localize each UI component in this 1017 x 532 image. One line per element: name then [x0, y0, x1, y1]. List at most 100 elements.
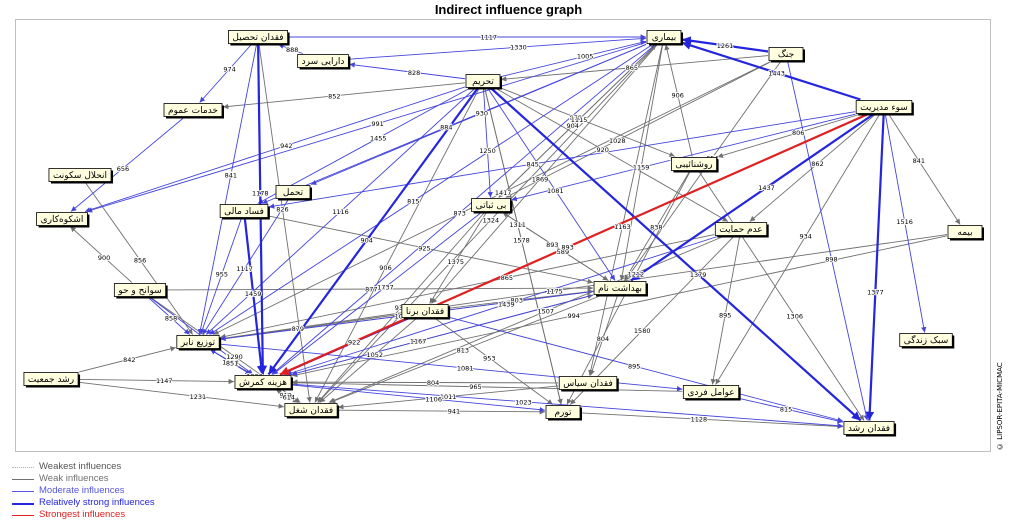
node-n8[interactable]: انحلال سکونت — [48, 168, 114, 184]
node-label: بهداشت نام — [598, 284, 642, 294]
node-n13[interactable]: بی ثباتی — [471, 198, 513, 214]
node-box[interactable] — [219, 204, 269, 218]
edge-weight-label: 1117 — [480, 34, 497, 42]
node-n26[interactable]: تورم — [545, 405, 582, 421]
legend-line-swatch — [12, 491, 34, 492]
edge-layer — [69, 34, 961, 430]
node-box[interactable] — [671, 157, 717, 171]
edge-weight-label: 841 — [225, 172, 237, 180]
node-label: بیماری — [652, 33, 677, 43]
node-n4[interactable]: دارایی سرد — [297, 54, 351, 70]
node-box[interactable] — [471, 198, 511, 212]
edge-weight-label: 614 — [283, 394, 295, 402]
node-n6[interactable]: خدمات عموم — [163, 103, 224, 119]
node-box[interactable] — [899, 333, 953, 347]
node-box[interactable] — [48, 168, 112, 182]
node-box[interactable] — [113, 283, 167, 297]
edge-n13-n18 — [429, 212, 487, 304]
edge-weight-label: 934 — [799, 233, 811, 241]
node-box[interactable] — [176, 335, 220, 349]
edge-weight-label: 803 — [511, 297, 523, 305]
edge-n5-n9 — [500, 87, 676, 158]
edge-weight-label: 895 — [719, 311, 731, 319]
node-box[interactable] — [558, 376, 618, 390]
edge-n18-n25 — [319, 318, 417, 403]
node-label: بیمه — [957, 228, 972, 238]
node-n18[interactable]: فقدان برنا — [401, 304, 451, 320]
node-n15[interactable]: بیمه — [947, 225, 984, 241]
edge-weight-label: 1117 — [236, 265, 253, 273]
edge-n8-n20 — [84, 182, 194, 335]
node-n21[interactable]: رشد جمعیت — [23, 372, 81, 388]
legend-line-swatch — [12, 503, 34, 505]
node-n2[interactable]: بیماری — [646, 30, 683, 46]
node-n25[interactable]: فقدان شغل — [284, 403, 340, 419]
node-label: رشد جمعیت — [28, 375, 74, 385]
node-label: انحلال سکونت — [53, 171, 107, 181]
node-n19[interactable]: سبک زندگی — [899, 333, 955, 349]
node-n10[interactable]: تحمل — [275, 185, 312, 201]
edge-weight-label: 1081 — [547, 187, 564, 195]
edge-weight-label: 806 — [792, 129, 804, 137]
edge-n13-n25 — [317, 212, 485, 403]
edge-weight-label: 1147 — [156, 377, 173, 385]
node-box[interactable] — [545, 405, 581, 419]
node-box[interactable] — [227, 30, 289, 44]
edge-weight-label: 1306 — [786, 312, 803, 320]
node-box[interactable] — [768, 47, 804, 61]
node-box[interactable] — [465, 74, 501, 88]
node-n3[interactable]: جنگ — [768, 47, 805, 63]
node-n20[interactable]: توزیع نابر — [176, 335, 222, 351]
node-box[interactable] — [163, 103, 223, 117]
node-box[interactable] — [297, 54, 349, 68]
node-n24[interactable]: عوامل فردی — [682, 385, 741, 401]
node-n27[interactable]: فقدان رشد — [843, 421, 897, 437]
node-box[interactable] — [234, 375, 292, 389]
edge-weight-label: 1052 — [366, 351, 383, 359]
node-box[interactable] — [593, 281, 647, 295]
node-box[interactable] — [284, 403, 338, 417]
node-box[interactable] — [646, 30, 682, 44]
node-box[interactable] — [855, 100, 913, 114]
node-box[interactable] — [275, 185, 311, 199]
node-n22[interactable]: هزینه کمرش — [234, 375, 294, 391]
node-n5[interactable]: تحریم — [465, 74, 502, 90]
node-n12[interactable]: فساد مالی — [219, 204, 270, 220]
node-box[interactable] — [23, 372, 79, 386]
edge-weight-label: 815 — [407, 198, 419, 206]
node-n17[interactable]: بهداشت نام — [593, 281, 648, 297]
edge-n4-n1 — [278, 43, 303, 54]
node-box[interactable] — [947, 225, 983, 239]
edge-weight-label: 656 — [117, 165, 129, 173]
edge-weight-label: 1011 — [440, 393, 457, 401]
edge-weight-label: 1459 — [245, 290, 262, 298]
node-n1[interactable]: فقدان تحصیل — [227, 30, 290, 46]
edge-weight-label: 877 — [365, 286, 377, 294]
edge-weight-label: 1737 — [377, 284, 394, 292]
edge-n14-n24 — [710, 236, 741, 385]
node-n14[interactable]: عدم حمایت — [714, 222, 769, 238]
node-box[interactable] — [714, 222, 768, 236]
edge-weight-label: 1128 — [691, 416, 708, 424]
edge-weight-label: 838 — [650, 224, 662, 232]
edge-weight-label: 1377 — [867, 288, 884, 296]
node-box[interactable] — [36, 212, 88, 226]
node-box[interactable] — [843, 421, 895, 435]
node-n23[interactable]: فقدان سیاس — [558, 376, 619, 392]
edge-n3-n13 — [505, 61, 772, 198]
edge-n10-n20 — [202, 199, 289, 335]
node-n7[interactable]: سوء مدیریت — [855, 100, 914, 116]
node-n11[interactable]: اشکوه‌کاری — [36, 212, 90, 228]
edge-n14-n22 — [286, 236, 718, 376]
edge-weight-label: 965 — [469, 383, 481, 391]
edge-weight-label: 1081 — [457, 365, 474, 373]
node-box[interactable] — [682, 385, 740, 399]
edge-n16-n17 — [166, 285, 594, 291]
node-box[interactable] — [401, 304, 449, 318]
node-label: بی ثباتی — [476, 201, 507, 211]
edge-weight-label: 1178 — [252, 190, 269, 198]
edge-weight-label: 1167 — [410, 338, 427, 346]
node-n16[interactable]: سوانح و حو — [113, 283, 168, 299]
node-n9[interactable]: روشنائیبی — [671, 157, 719, 173]
